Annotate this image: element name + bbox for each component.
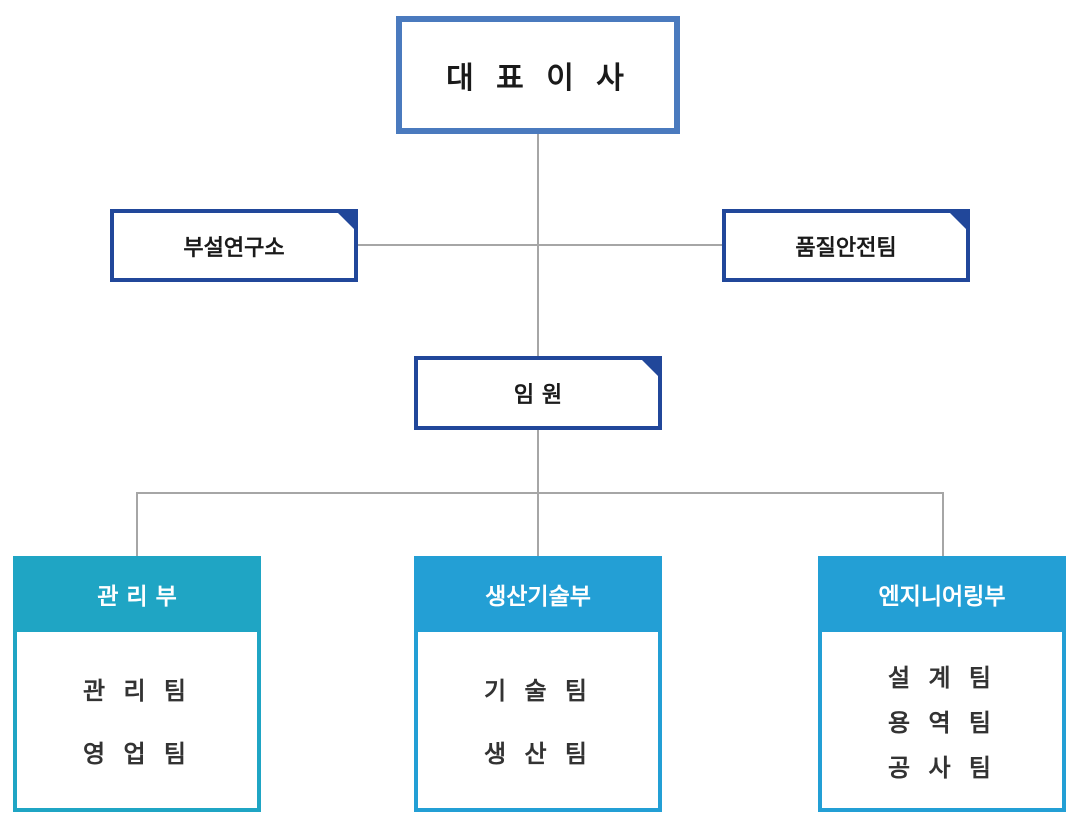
- department-production-tech: 생산기술부 기 술 팀 생 산 팀: [414, 556, 662, 812]
- department-management: 관 리 부 관 리 팀 영 업 팀: [13, 556, 261, 812]
- team-item: 생 산 팀: [484, 740, 592, 768]
- research-lab-box: 부설연구소: [110, 209, 358, 282]
- team-list: 설 계 팀 용 역 팀 공 사 팀: [822, 632, 1062, 808]
- connector-dept-right: [942, 492, 944, 556]
- team-list: 관 리 팀 영 업 팀: [17, 632, 257, 808]
- corner-fold-icon: [638, 356, 662, 380]
- department-header: 생산기술부: [418, 556, 658, 632]
- connector-ceo-executive: [537, 134, 539, 358]
- connector-dept-left: [136, 492, 138, 556]
- department-header: 관 리 부: [17, 556, 257, 632]
- team-item: 용 역 팀: [888, 708, 996, 737]
- department-engineering: 엔지니어링부 설 계 팀 용 역 팀 공 사 팀: [818, 556, 1066, 812]
- team-list: 기 술 팀 생 산 팀: [418, 632, 658, 808]
- connector-side-units: [357, 244, 723, 246]
- team-item: 관 리 팀: [83, 677, 191, 705]
- quality-safety-box: 품질안전팀: [722, 209, 970, 282]
- quality-safety-label: 품질안전팀: [795, 235, 897, 261]
- team-item: 설 계 팀: [888, 663, 996, 692]
- team-item: 공 사 팀: [888, 753, 996, 782]
- team-item: 기 술 팀: [484, 677, 592, 705]
- corner-fold-icon: [946, 209, 970, 233]
- executive-label: 임 원: [513, 383, 563, 408]
- corner-fold-icon: [334, 209, 358, 233]
- executive-box: 임 원: [414, 356, 662, 430]
- team-item: 영 업 팀: [83, 740, 191, 768]
- department-header: 엔지니어링부: [822, 556, 1062, 632]
- connector-departments-horizontal: [136, 492, 944, 494]
- ceo-label: 대 표 이 사: [446, 61, 630, 96]
- ceo-box: 대 표 이 사: [396, 16, 680, 134]
- research-lab-label: 부설연구소: [183, 235, 285, 261]
